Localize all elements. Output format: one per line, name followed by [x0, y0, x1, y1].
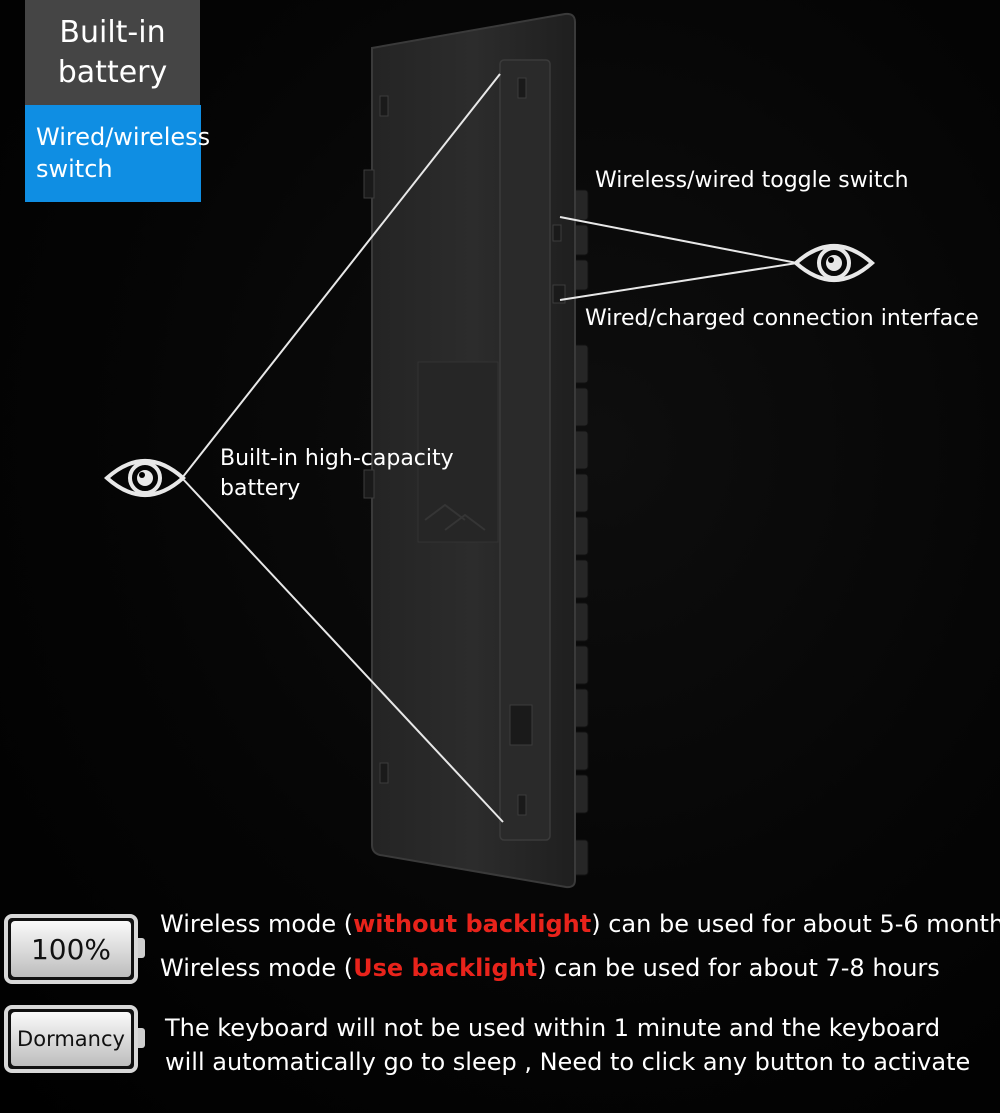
- wired-wireless-switch-tag: Wired/wireless switch: [25, 105, 210, 202]
- battery-tip: [138, 938, 145, 958]
- mode-line-backlight: Wireless mode (Use backlight) can be use…: [160, 954, 940, 982]
- battery-compartment: [417, 361, 499, 543]
- back-panel: [499, 59, 551, 841]
- battery-level: 100%: [11, 921, 131, 977]
- highlight-no-backlight: without backlight: [353, 910, 592, 938]
- dormancy-tip: [138, 1028, 145, 1048]
- highlight-backlight: Use backlight: [353, 954, 538, 982]
- dormancy-text-line1: The keyboard will not be used within 1 m…: [165, 1014, 941, 1042]
- built-in-battery-tag: Built-in battery: [25, 0, 200, 105]
- dormancy-label: Dormancy: [11, 1012, 131, 1066]
- dormancy-text-line2: will automatically go to sleep , Need to…: [165, 1048, 971, 1076]
- callout-lines: [181, 73, 798, 823]
- connection-interface-label: Wired/charged connection interface: [585, 306, 979, 331]
- battery-callout-label: Built-in high-capacity battery: [220, 446, 454, 501]
- eye-icon: [103, 459, 187, 497]
- keyboard-illustration: [103, 12, 876, 889]
- toggle-switch-label: Wireless/wired toggle switch: [595, 168, 909, 193]
- battery-badge: 100%: [4, 914, 138, 984]
- mode-line-no-backlight: Wireless mode (without backlight) can be…: [160, 910, 1000, 938]
- eye-icon: [792, 244, 876, 282]
- dormancy-badge: Dormancy: [4, 1005, 138, 1073]
